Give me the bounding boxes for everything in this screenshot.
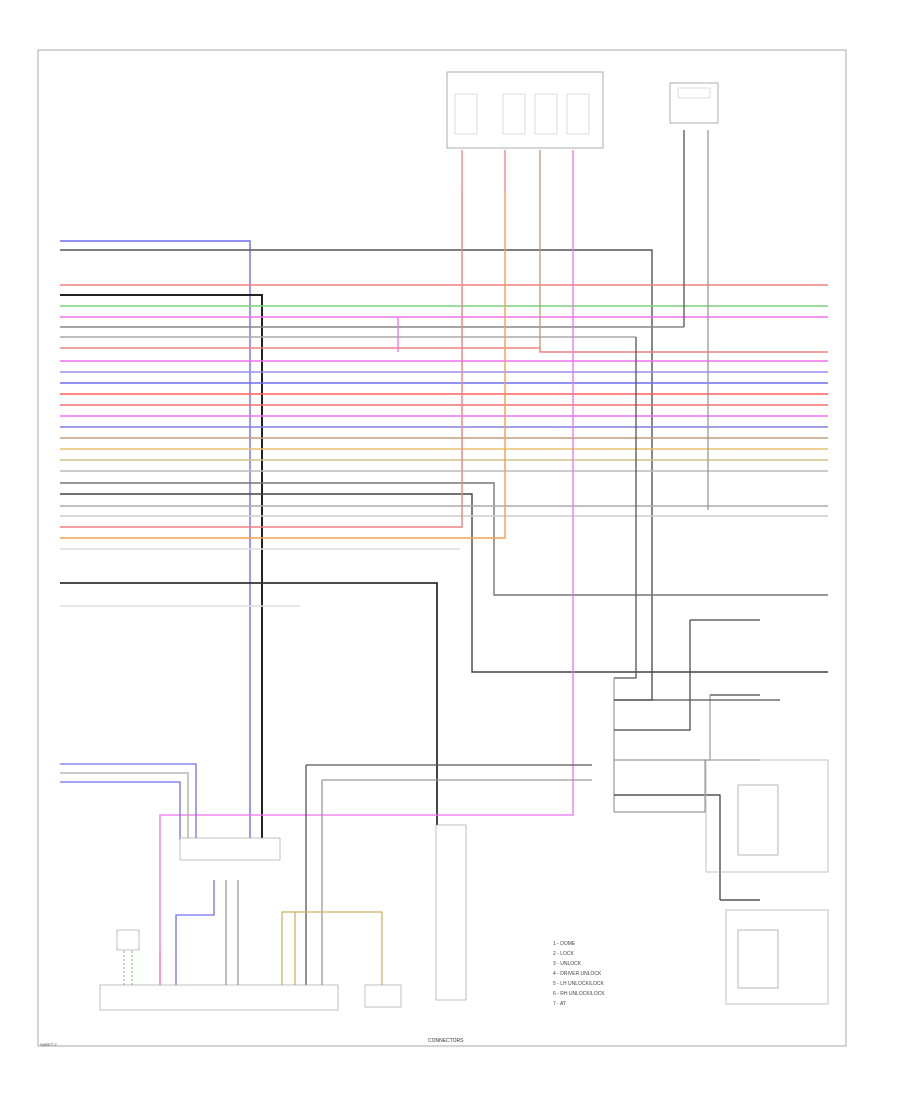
diagram-frame bbox=[37, 49, 847, 1047]
bottom-left-wiring bbox=[60, 763, 592, 1000]
footer-label: CONNECTORS bbox=[428, 1038, 464, 1044]
legend-item-1: 1 - DOME bbox=[553, 941, 576, 947]
legend-item-7: 7 - AT bbox=[553, 1001, 566, 1007]
top-module-wires bbox=[159, 130, 709, 950]
top-center-module bbox=[446, 71, 604, 149]
right-switch-group bbox=[613, 619, 829, 1005]
top-right-switch bbox=[669, 82, 719, 124]
legend-item-4: 4 - DRIVER UNLOCK bbox=[553, 971, 602, 977]
legend-item-2: 2 - LOCK bbox=[553, 951, 575, 957]
legend: 1 - DOME 2 - LOCK 3 - UNLOCK 4 - DRIVER … bbox=[553, 941, 605, 1007]
legend-item-5: 5 - LH UNLOCK/LOCK bbox=[553, 981, 605, 987]
connector-blocks bbox=[99, 824, 467, 1011]
legend-item-3: 3 - UNLOCK bbox=[553, 961, 582, 967]
legend-item-6: 6 - RH UNLOCK/LOCK bbox=[553, 991, 605, 997]
page-label: SHEET 2 bbox=[40, 1042, 57, 1047]
